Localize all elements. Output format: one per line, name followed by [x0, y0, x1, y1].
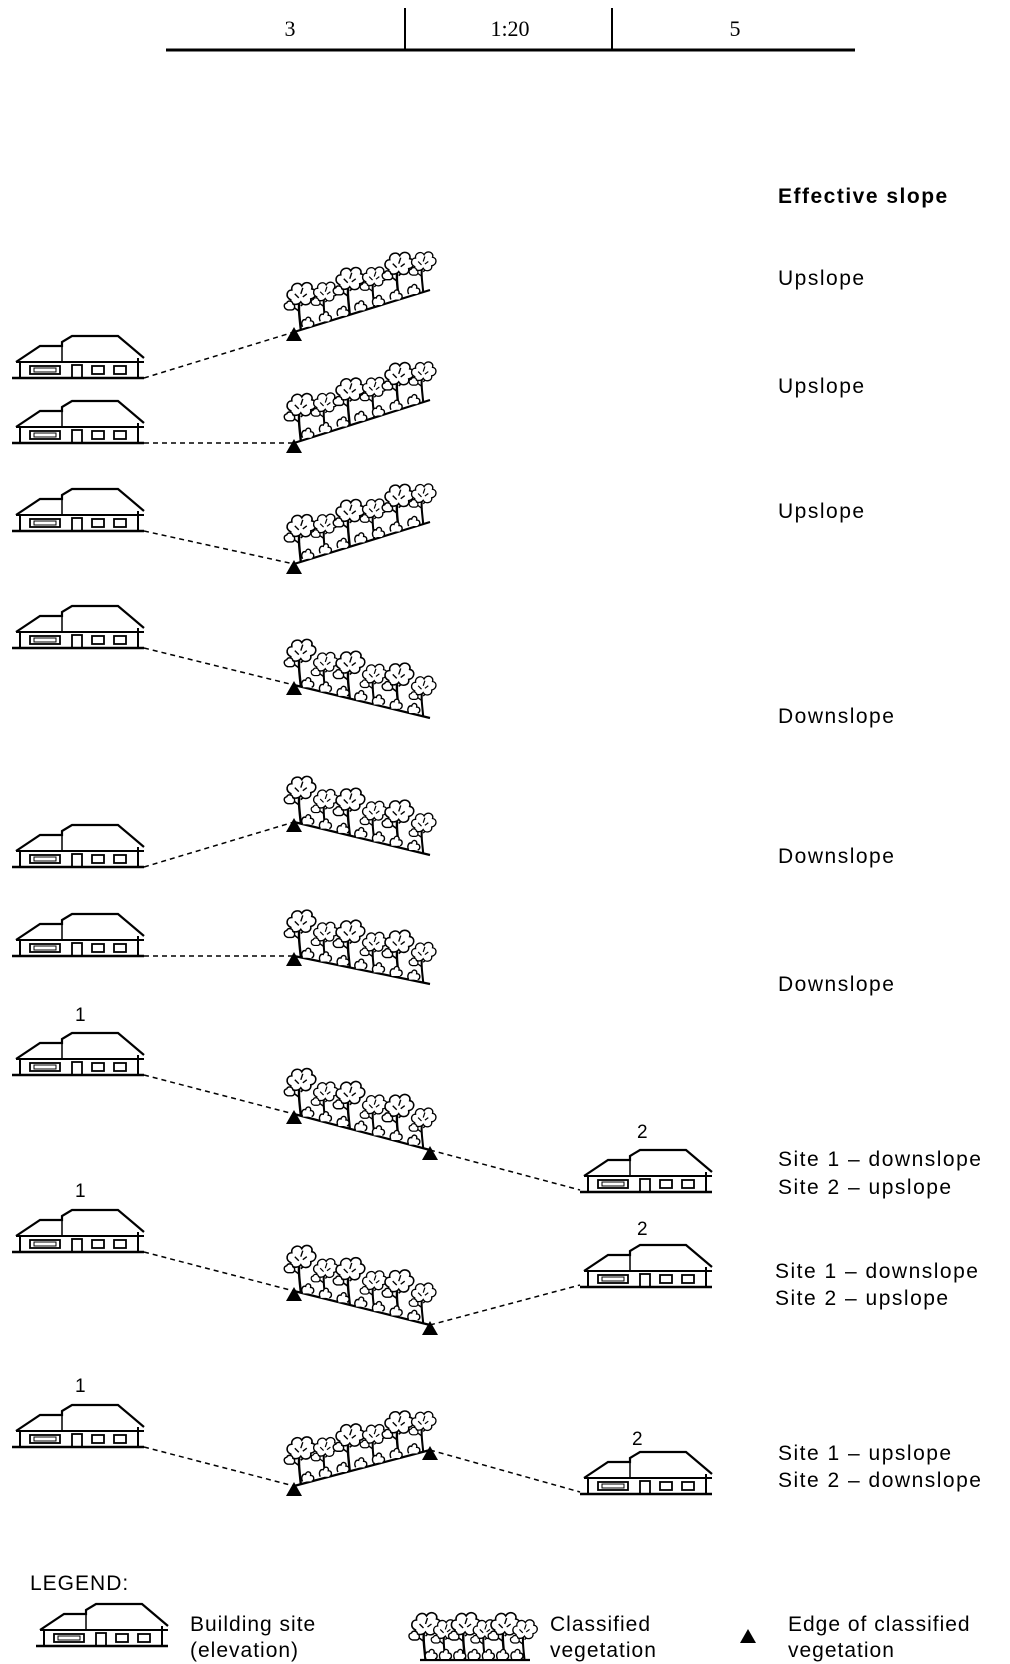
row-5-label: Downslope: [778, 845, 896, 868]
legend-vegetation-line2: vegetation: [550, 1639, 657, 1662]
row-4-label: Downslope: [778, 705, 896, 728]
row-7-site2-number: 2: [637, 1122, 648, 1143]
legend-house-icon: [34, 1602, 170, 1648]
legend-vegetation-icon: [407, 1611, 539, 1662]
row-9-site2-number: 2: [632, 1429, 643, 1450]
vegetation-icon: [283, 908, 437, 986]
house-icon: [10, 334, 146, 380]
row-7-label-2: Site 2 – upslope: [778, 1176, 953, 1199]
row-7-site1-number: 1: [75, 1005, 86, 1026]
house-icon: [10, 1031, 146, 1077]
row-1-label: Upslope: [778, 267, 866, 290]
vegetation-icon: [283, 1409, 437, 1488]
scale-right: 5: [729, 16, 741, 41]
row-7-label-1: Site 1 – downslope: [778, 1148, 983, 1171]
house-icon: [10, 823, 146, 869]
sight-line: [429, 1449, 581, 1493]
row-9-site1-number: 1: [75, 1376, 86, 1397]
vegetation-icon: [283, 638, 437, 720]
row-8-label-1: Site 1 – downslope: [775, 1260, 980, 1283]
row-9-label-2: Site 2 – downslope: [778, 1469, 983, 1492]
triangle-marker-icon: [740, 1629, 756, 1643]
house-icon: [10, 1208, 146, 1254]
slope-scenarios: [10, 250, 714, 1496]
legend-vegetation-line1: Classified: [550, 1613, 652, 1636]
sight-line: [143, 331, 295, 379]
row-8-site1-number: 1: [75, 1181, 86, 1202]
vegetation-icon: [283, 1244, 437, 1327]
scale-middle: 1:20: [490, 16, 530, 41]
sight-line: [143, 1251, 295, 1292]
vegetation-icon: [283, 250, 437, 334]
sight-line: [143, 821, 295, 868]
row-3-label: Upslope: [778, 500, 866, 523]
effective-slope-header: Effective slope: [778, 185, 949, 208]
row-9-label-1: Site 1 – upslope: [778, 1442, 953, 1465]
house-icon: [10, 1403, 146, 1449]
legend-building-line2: (elevation): [190, 1639, 300, 1662]
vegetation-icon: [283, 1067, 437, 1152]
triangle-marker-icon: [422, 1446, 438, 1460]
house-icon: [10, 399, 146, 445]
scale-bar-lines: [166, 8, 855, 52]
vegetation-icon: [283, 360, 437, 445]
legend-edge-line2: vegetation: [788, 1639, 895, 1662]
vegetation-icon: [283, 775, 437, 857]
legend-symbols: [34, 1602, 756, 1662]
house-icon: [10, 487, 146, 533]
row-2-label: Upslope: [778, 375, 866, 398]
legend-edge-line1: Edge of classified: [788, 1613, 971, 1636]
legend-title: LEGEND:: [30, 1572, 130, 1595]
house-icon: [578, 1243, 714, 1289]
sight-line: [429, 1284, 581, 1326]
house-icon: [578, 1148, 714, 1194]
sight-line: [143, 647, 295, 686]
row-6-label: Downslope: [778, 973, 896, 996]
legend-building-line1: Building site: [190, 1613, 317, 1636]
row-8-site2-number: 2: [637, 1219, 648, 1240]
house-icon: [10, 604, 146, 650]
sight-line: [143, 1446, 295, 1487]
house-icon: [10, 912, 146, 958]
vegetation-icon: [283, 482, 437, 566]
sight-line: [143, 1074, 295, 1115]
house-icon: [578, 1450, 714, 1496]
row-8-label-2: Site 2 – upslope: [775, 1287, 950, 1310]
scale-left: 3: [284, 16, 296, 41]
sight-line: [429, 1149, 581, 1191]
sight-line: [143, 530, 295, 565]
